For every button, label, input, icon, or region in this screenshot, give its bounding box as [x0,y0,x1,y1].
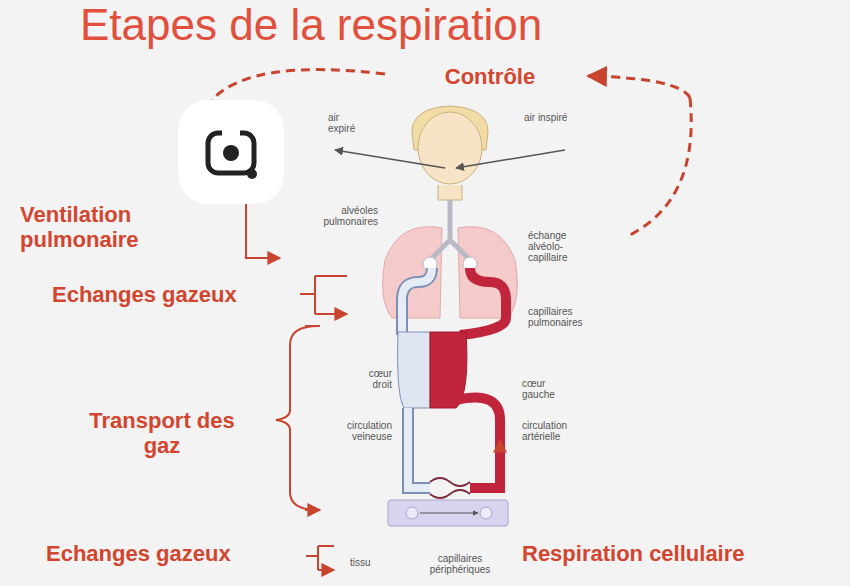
camera-dot [247,169,257,179]
stage-label: Ventilation pulmonaire [20,202,180,252]
head [418,112,482,184]
pulmonary-artery [402,268,432,335]
camera-icon [222,128,240,136]
neck [438,185,462,200]
stage-label: Echanges gazeux [52,282,292,307]
vein [408,408,430,488]
part-label: capillaires périphériques [415,553,505,575]
part-label: capillaires pulmonaires [528,306,590,328]
stage-label: Contrôle [390,64,590,89]
air-arrow [335,150,445,168]
stage-label: Respiration cellulaire [522,541,822,566]
control-arc [628,98,691,236]
bracket-arrow [330,276,347,314]
cell [406,507,418,519]
stage-label: Transport des gaz [82,408,242,458]
part-label: échange alvéolo-capillaire [528,230,590,263]
cell [480,507,492,519]
part-label: circulation veineuse [326,420,392,442]
lens-button [178,100,284,204]
bracket [300,276,346,314]
air-arrow [456,150,565,168]
stage-label: Echanges gazeux [46,541,286,566]
part-label: air expiré [328,112,368,134]
pulmonary-artery [402,268,432,335]
flow-arrow [499,440,501,460]
trachea [432,200,468,258]
control-arc [212,70,385,100]
part-label: circulation artérielle [522,420,588,442]
part-label: alvéoles pulmonaires [318,205,378,227]
pulmonary-vein [460,268,506,335]
exchange-arrow [420,513,478,514]
capillary-bed [430,478,470,498]
bracket-arrow [318,546,334,570]
artery [456,398,500,489]
part-label: cœur gauche [522,378,572,400]
part-label: cœur droit [352,368,392,390]
bracket [276,326,318,510]
part-label: tissu [350,557,380,568]
camera-icon [208,133,254,173]
title: Etapes de la respiration [80,0,542,50]
bracket-arrow [305,326,320,510]
control-arc [588,76,690,98]
bracket [306,546,318,570]
part-label: air inspiré [524,112,570,123]
vein [408,408,430,488]
camera-lens [223,145,239,161]
tissue [388,500,508,526]
right-heart [398,332,430,408]
